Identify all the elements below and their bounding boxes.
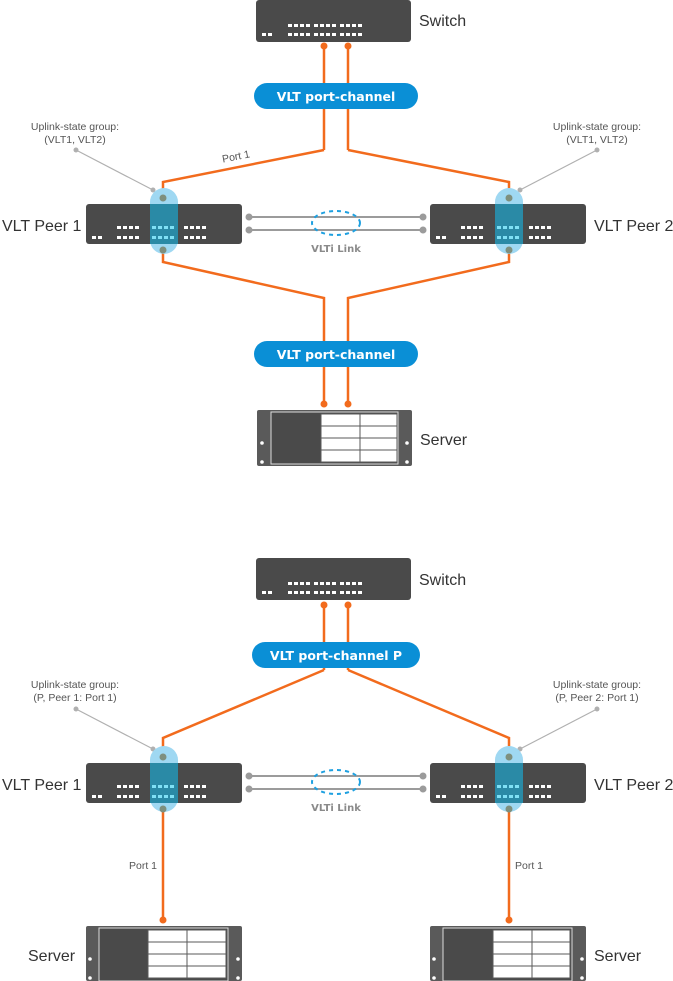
left-server-device: [86, 926, 242, 981]
switch-device: [256, 0, 411, 50]
vlt-peer-2-label: VLT Peer 2: [594, 218, 673, 235]
port-dot: [320, 42, 328, 50]
server-port-channel-pill: VLT port-channel: [254, 341, 418, 367]
right-server-label: Server: [594, 948, 642, 965]
switch-port-grid: [262, 24, 362, 36]
vlt-peer-2: [430, 746, 586, 813]
vlt-peer-2: [430, 188, 586, 254]
port-channel-pill: VLT port-channel P: [252, 642, 420, 668]
server-port-channel-label: VLT port-channel: [277, 347, 396, 362]
server-device: [257, 410, 412, 466]
server-label: Server: [420, 432, 468, 449]
vlti-label: VLTi Link: [311, 244, 361, 255]
uplink-group-members: (P, Peer 1: Port 1): [33, 692, 116, 704]
vlt-peer-1: [86, 746, 242, 813]
uplink-group-members: (VLT1, VLT2): [566, 134, 627, 146]
vlt-peer-1-label: VLT Peer 1: [2, 218, 82, 235]
right-port-label: Port 1: [515, 860, 543, 872]
uplink-callout-right: Uplink-state group: (VLT1, VLT2): [517, 121, 641, 193]
uplink-group-members: (P, Peer 2: Port 1): [555, 692, 638, 704]
vlti-label: VLTi Link: [311, 803, 361, 814]
uplink-group-title: Uplink-state group:: [553, 121, 641, 133]
port-label: Port 1: [221, 148, 251, 165]
uplink-callout-left: Uplink-state group: (P, Peer 1: Port 1): [31, 679, 156, 752]
vlti-link: VLTi Link: [245, 769, 427, 814]
vlt-peer-1: [86, 188, 242, 254]
port-dot: [344, 42, 352, 50]
port-channel-label: VLT port-channel: [277, 89, 396, 104]
left-port-label: Port 1: [129, 860, 157, 872]
right-server-device: [430, 926, 586, 981]
port-channel-label: VLT port-channel P: [270, 648, 402, 663]
uplink-callout-left: Uplink-state group: (VLT1, VLT2): [31, 121, 156, 193]
uplink-callout-right: Uplink-state group: (P, Peer 2: Port 1): [517, 679, 641, 752]
switch-device: [256, 558, 411, 609]
uplink-group-title: Uplink-state group:: [31, 679, 119, 691]
switch-label: Switch: [419, 13, 466, 30]
uplink-group-title: Uplink-state group:: [553, 679, 641, 691]
vlti-link: VLTi Link: [245, 210, 427, 255]
port-channel-pill: VLT port-channel: [254, 83, 418, 109]
uplink-group-title: Uplink-state group:: [31, 121, 119, 133]
uplink-group-members: (VLT1, VLT2): [44, 134, 105, 146]
vlt-peer-2-label: VLT Peer 2: [594, 777, 673, 794]
switch-label: Switch: [419, 572, 466, 589]
bottom-diagram: Switch VLT port-channel P Uplink-state g…: [2, 558, 673, 981]
switch-port-grid: [262, 582, 362, 594]
uplink-lines-bottom: [161, 605, 511, 918]
top-diagram: Switch VLT port-channel Port 1 Uplink-st…: [2, 0, 673, 466]
vlt-peer-1-label: VLT Peer 1: [2, 777, 82, 794]
left-server-label: Server: [28, 948, 76, 965]
